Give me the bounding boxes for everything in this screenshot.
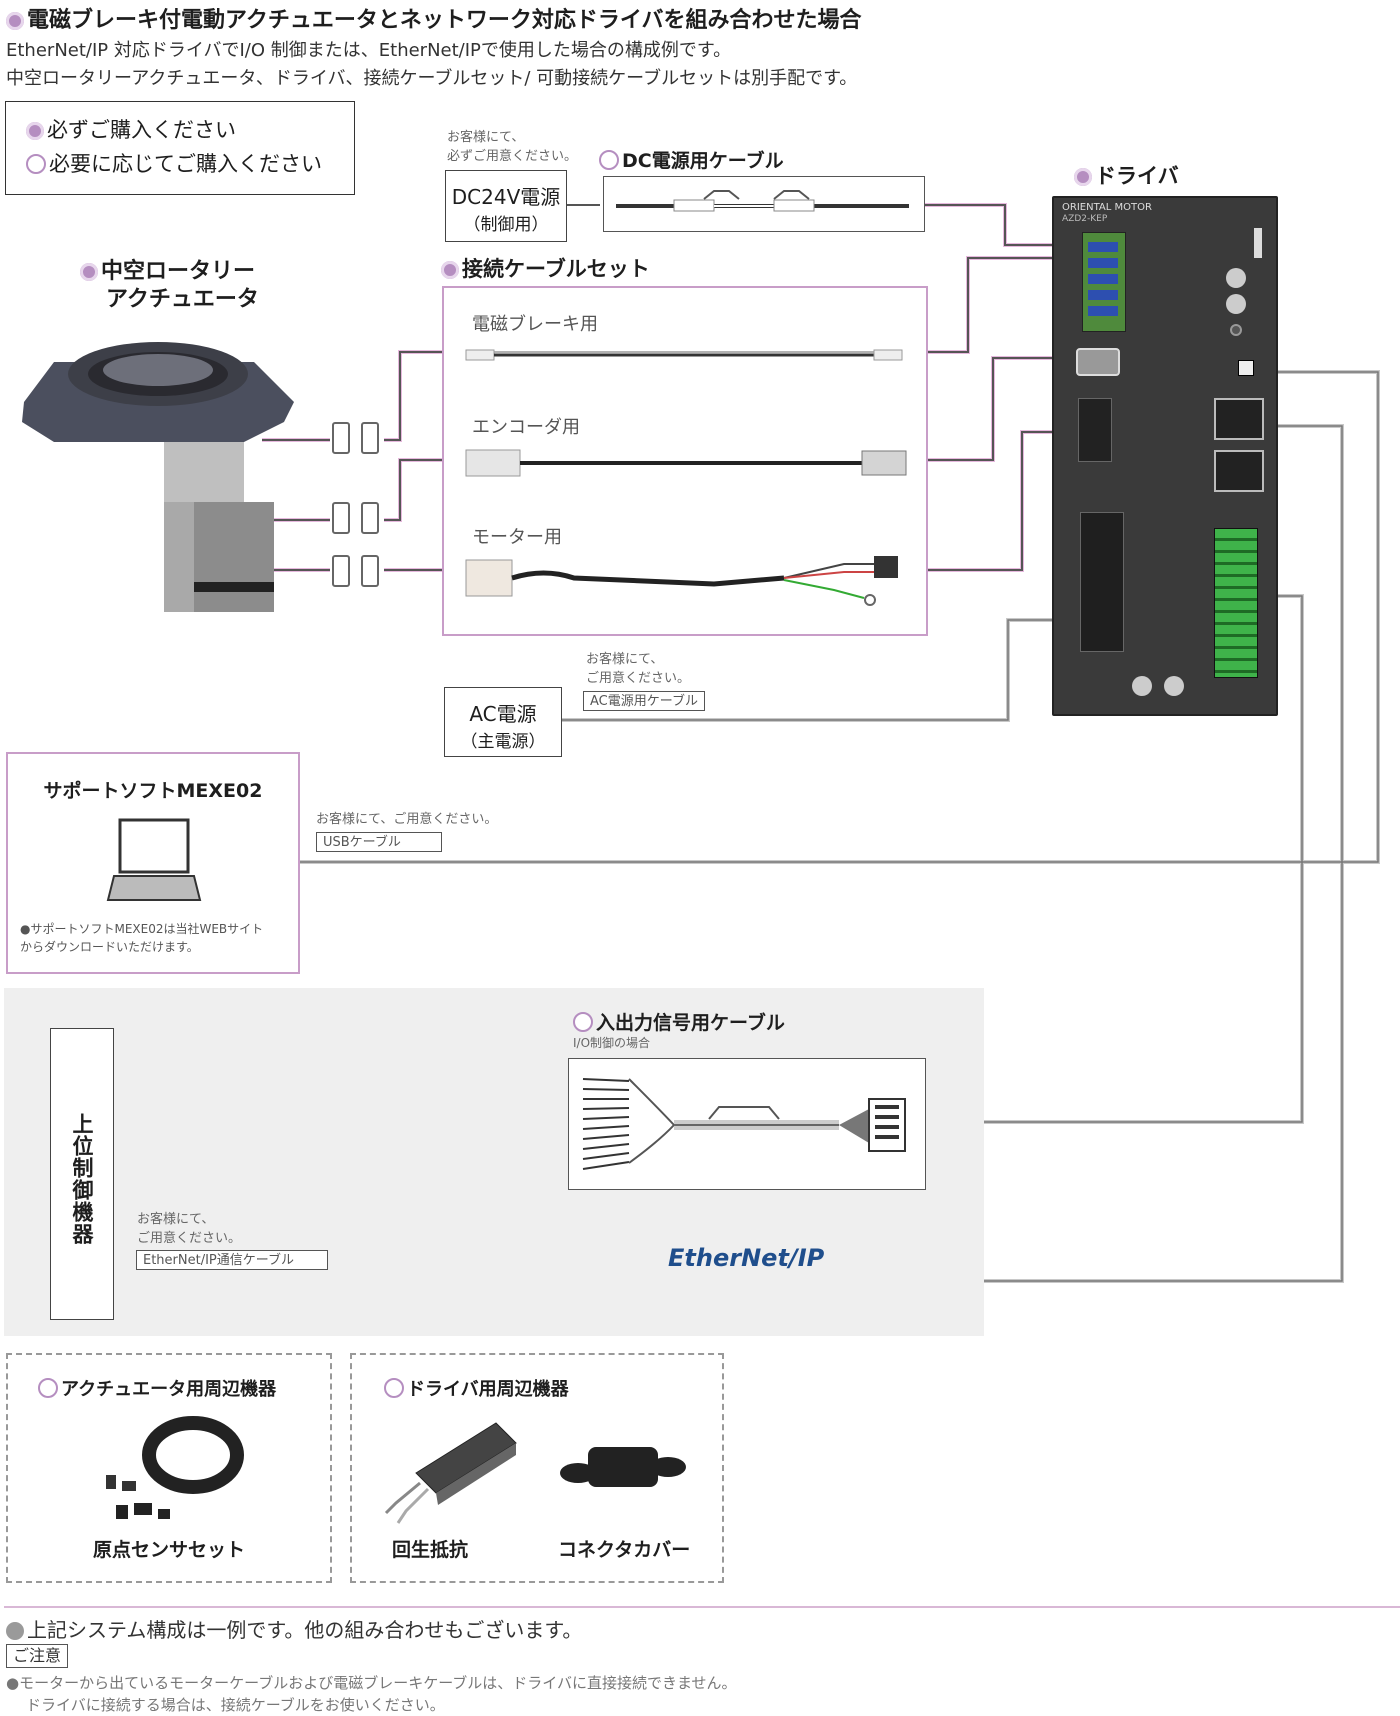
driver-peripherals-box: ドライバ用周辺機器 回生抵抗 コネクタカバー [350, 1353, 724, 1583]
optional-marker-icon [573, 1012, 593, 1032]
laptop-icon [106, 818, 202, 901]
usb-cable-label: USBケーブル [316, 832, 442, 852]
footer-note: 上記システム構成は一例です。他の組み合わせもございます。 [6, 1614, 582, 1643]
ac-power-sublabel: （主電源） [460, 732, 546, 752]
dc-power-note: お客様にて、必ずご用意ください。 [447, 130, 578, 164]
bullet-icon [6, 12, 24, 30]
connector-cover-label: コネクタカバー [558, 1539, 691, 1561]
optional-marker-icon [26, 154, 46, 174]
optional-marker-icon [599, 150, 619, 170]
brake-connector[interactable] [1076, 348, 1120, 376]
motor-connector[interactable] [1080, 512, 1124, 652]
regen-resistor-label: 回生抵抗 [392, 1539, 469, 1561]
optional-marker-icon [38, 1378, 58, 1398]
io-cable-subtitle: I/O制御の場合 [573, 1036, 651, 1050]
caution-line-2: ドライバに接続する場合は、接続ケーブルをお使いください。 [26, 1696, 445, 1714]
cable-set-title: 接続ケーブルセット [441, 253, 650, 283]
required-marker-icon [26, 122, 44, 140]
home-sensor-image [106, 1416, 244, 1519]
bullet-icon [6, 1622, 24, 1640]
network-cable-label: EtherNet/IP通信ケーブル [136, 1250, 328, 1270]
io-cable-image [582, 1078, 906, 1170]
home-sensor-label: 原点センサセット [92, 1539, 245, 1561]
software-note: ●サポートソフトMEXE02は当社WEBサイトからダウンロードいただけます。 [20, 922, 264, 954]
terminal-screws [1088, 242, 1118, 322]
actuator-peripherals-title: アクチュエータ用周辺機器 [38, 1375, 276, 1401]
driver-title: ドライバ [1074, 160, 1179, 190]
motor-cable-label: モーター用 [472, 527, 562, 548]
support-software-box: サポートソフトMEXE02 ●サポートソフトMEXE02は当社WEBサイトからダ… [6, 752, 300, 974]
usb-note: お客様にて、ご用意ください。 [316, 812, 498, 827]
actuator-title: 中空ロータリー アクチュエータ [80, 258, 259, 314]
optional-marker-icon [384, 1378, 404, 1398]
driver-peripherals-title: ドライバ用周辺機器 [384, 1375, 569, 1401]
driver-unit: ORIENTAL MOTOR AZD2-KEP [1052, 196, 1278, 716]
usb-port[interactable] [1238, 360, 1254, 376]
dip-switch[interactable] [1254, 228, 1262, 258]
dc24v-power-box: DC24V電源 （制御用） [445, 170, 567, 242]
actuator-peripherals-box: アクチュエータ用周辺機器 原点センサセット [6, 1353, 332, 1583]
indicator-led [1230, 324, 1242, 336]
network-cable-note: お客様にて、ご用意ください。 [137, 1212, 242, 1246]
dc24v-sublabel: （制御用） [463, 215, 549, 235]
ground-screw-2 [1164, 676, 1184, 696]
brake-cable-label: 電磁ブレーキ用 [472, 314, 598, 335]
caution-line-1: ●モーターから出ているモーターケーブルおよび電磁ブレーキケーブルは、ドライバに直… [6, 1674, 737, 1692]
dc-cable-image [616, 190, 909, 212]
connection-cable-set-box: 電磁ブレーキ用 エンコーダ用 モーター用 [442, 286, 928, 636]
ethernet-port-2[interactable] [1214, 450, 1264, 492]
required-marker-icon [80, 263, 98, 281]
header-line-1: EtherNet/IP 対応ドライバでI/O 制御または、EtherNet/IP… [6, 40, 732, 61]
brake-cable-image [465, 349, 903, 361]
required-marker-icon [1074, 168, 1092, 186]
host-controller-box: 上位制御機器 [50, 1028, 114, 1320]
header-line-2: 中空ロータリーアクチュエータ、ドライバ、接続ケーブルセット/ 可動接続ケーブルセ… [6, 68, 858, 89]
ethernet-port-1[interactable] [1214, 398, 1264, 440]
hollow-rotary-actuator-image [22, 342, 294, 612]
ethernet-ip-logo: EtherNet/IP [668, 1244, 825, 1272]
legend-box: 必ずご購入ください 必要に応じてご購入ください [5, 101, 355, 195]
ac-power-box: AC電源 （主電源） [444, 687, 562, 757]
ac-power-note: お客様にて、ご用意ください。 [586, 652, 691, 686]
dc24v-label: DC24V電源 [451, 185, 561, 209]
driver-brand: ORIENTAL MOTOR [1062, 202, 1152, 213]
rotary-switch-2[interactable] [1226, 294, 1246, 314]
driver-model: AZD2-KEP [1062, 214, 1108, 224]
ac-cable-label: AC電源用ケーブル [583, 691, 705, 711]
required-marker-icon [441, 261, 459, 279]
io-cable-title: 入出力信号用ケーブル [573, 1008, 785, 1035]
encoder-cable-image [465, 449, 907, 477]
io-terminal-block[interactable] [1214, 528, 1258, 678]
ground-screw-1 [1132, 676, 1152, 696]
connector-cover-image [560, 1447, 686, 1487]
ac-power-label: AC電源 [469, 702, 537, 726]
caution-label: ご注意 [6, 1644, 68, 1668]
dc-power-cable-box [603, 176, 925, 232]
regen-resistor-image [384, 1422, 517, 1524]
rotary-switch-1[interactable] [1226, 268, 1246, 288]
page-title: 電磁ブレーキ付電動アクチュエータとネットワーク対応ドライバを組み合わせた場合 [6, 2, 861, 34]
host-controller-label: 上位制御機器 [70, 1113, 94, 1245]
footer-divider [4, 1606, 1400, 1608]
dc-cable-title: DC電源用ケーブル [599, 146, 784, 173]
encoder-connector[interactable] [1078, 398, 1112, 462]
motor-cable-image [465, 556, 898, 606]
encoder-cable-label: エンコーダ用 [472, 417, 580, 438]
legend-required: 必ずご購入ください [26, 114, 236, 144]
io-cable-box [568, 1058, 926, 1190]
software-title: サポートソフトMEXE02 [43, 780, 263, 802]
legend-optional: 必要に応じてご購入ください [26, 148, 322, 178]
